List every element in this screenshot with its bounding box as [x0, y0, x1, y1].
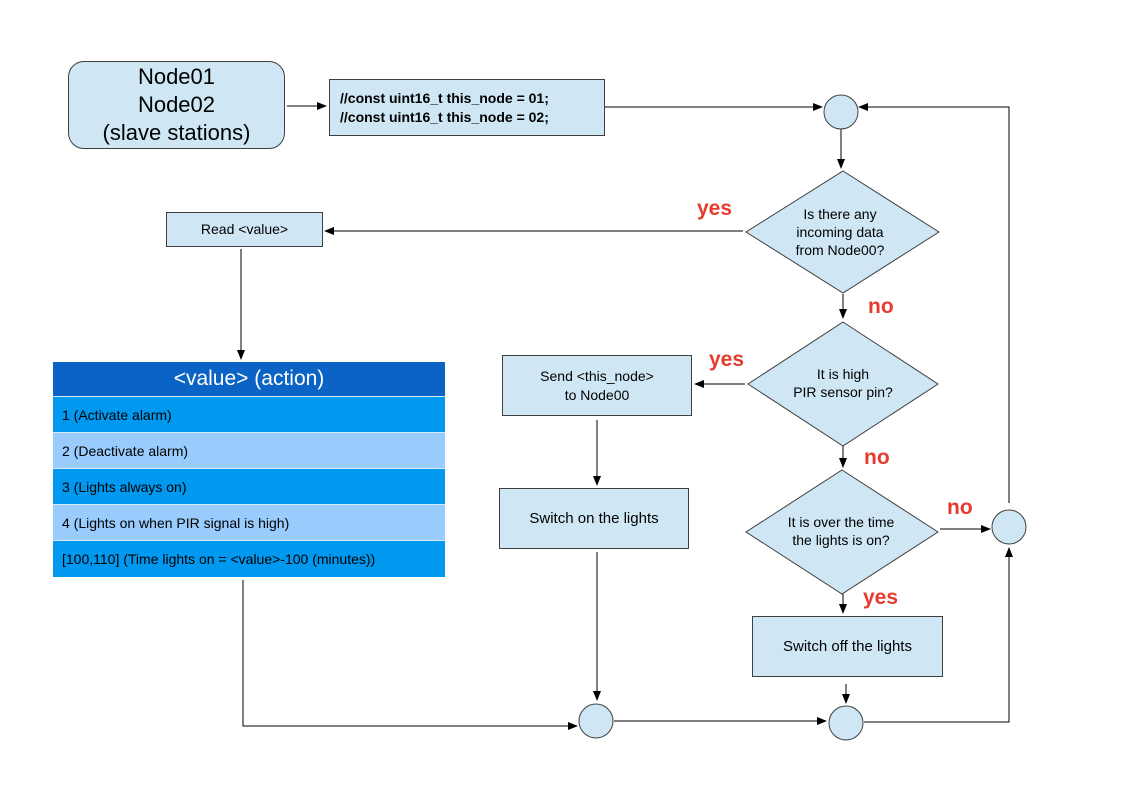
slave-box-line-1: Node01: [137, 64, 216, 89]
label-yes-incoming: yes: [697, 197, 733, 220]
label-no-pir: no: [864, 446, 890, 469]
switch-off-lights-box: Switch off the lights: [752, 616, 943, 677]
decision-incoming-data: [745, 170, 940, 294]
value-action-table: <value> (action) 1 (Activate alarm) 2 (D…: [53, 362, 445, 577]
table-row: 2 (Deactivate alarm): [53, 432, 445, 468]
edge-merge-to-right-merge: [864, 547, 1013, 723]
decision-pir-line-1: It is high: [817, 366, 869, 382]
label-yes-time: yes: [863, 586, 899, 609]
label-no-incoming: no: [868, 295, 894, 318]
slave-stations-box: Node01 Node02 (slave stations): [68, 61, 285, 149]
decision-time-over: [745, 469, 939, 595]
send-node-line-2: to Node00: [564, 386, 630, 403]
decision-incoming-line-1: Is there any: [803, 206, 876, 222]
decision-incoming-line-3: from Node00?: [796, 242, 885, 258]
label-yes-pir: yes: [709, 348, 745, 371]
send-node-box: Send <this_node> to Node00: [502, 355, 692, 416]
decision-time-line-2: the lights is on?: [792, 532, 889, 548]
read-value-label: Read <value>: [200, 221, 289, 237]
table-row: 4 (Lights on when PIR signal is high): [53, 504, 445, 540]
code-line-2: //const uint16_t this_node = 02;: [340, 108, 549, 125]
table-row: [100,110] (Time lights on = <value>-100 …: [53, 540, 445, 577]
merge-circle-bottom-left: [578, 703, 614, 739]
send-node-line-1: Send <this_node>: [540, 367, 654, 384]
code-line-1: //const uint16_t this_node = 01;: [340, 89, 549, 106]
merge-circle-right: [991, 509, 1027, 545]
label-no-time: no: [947, 496, 973, 519]
edge-table-to-merge: [242, 580, 578, 730]
edge-loop-back: [858, 103, 1010, 503]
table-row: 3 (Lights always on): [53, 468, 445, 504]
node-id-code-box: //const uint16_t this_node = 01; //const…: [329, 79, 605, 136]
read-value-box: Read <value>: [166, 212, 323, 247]
merge-circle-top: [823, 94, 859, 130]
table-row: 1 (Activate alarm): [53, 396, 445, 432]
slave-box-line-3: (slave stations): [102, 120, 251, 145]
merge-circle-bottom-right: [828, 705, 864, 741]
slave-box-line-2: Node02: [137, 92, 216, 117]
decision-time-line-1: It is over the time: [788, 514, 895, 530]
switch-on-lights-box: Switch on the lights: [499, 488, 689, 549]
switch-on-label: Switch on the lights: [529, 510, 659, 527]
decision-pir-line-2: PIR sensor pin?: [793, 384, 893, 400]
decision-pir-high: [747, 321, 939, 447]
decision-incoming-line-2: incoming data: [796, 224, 883, 240]
switch-off-label: Switch off the lights: [783, 638, 912, 655]
table-header: <value> (action): [53, 362, 445, 396]
